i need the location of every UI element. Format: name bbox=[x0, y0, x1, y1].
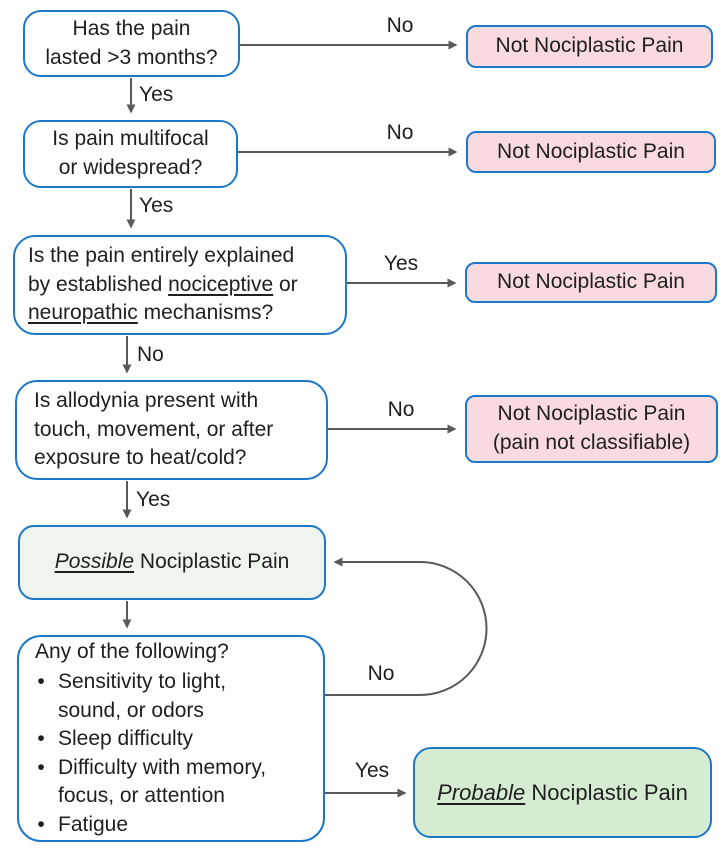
bullet-icon: • bbox=[37, 670, 45, 694]
edge-label-comorbid-no: No bbox=[367, 662, 395, 685]
outcome-box-possible-nociplastic: Possible Nociplastic Pain bbox=[18, 525, 326, 600]
edge-label-duration-yes: Yes bbox=[139, 83, 174, 106]
outcome-box-not-nociplastic-2: Not Nociplastic Pain bbox=[466, 131, 716, 173]
outcome-box-not-nociplastic-1: Not Nociplastic Pain bbox=[466, 25, 713, 68]
outcome-text: Not Nociplastic Pain (pain not classifia… bbox=[492, 402, 691, 454]
decision-text: Has the pain lasted >3 months? bbox=[45, 16, 218, 69]
edge-label-distribution-no: No bbox=[386, 121, 414, 144]
edge-label-mechanisms-yes: Yes bbox=[383, 252, 419, 275]
edge-label-comorbid-yes: Yes bbox=[354, 759, 390, 782]
decision-title: Any of the following? bbox=[35, 639, 229, 663]
edge-label-allodynia-yes: Yes bbox=[136, 488, 171, 511]
decision-box-allodynia: Is allodynia present with touch, movemen… bbox=[15, 380, 328, 480]
underlined-term-neuropathic: neuropathic bbox=[28, 301, 138, 325]
underlined-term-nociceptive: nociceptive bbox=[168, 272, 274, 296]
list-item: • Sensitivity to light, sound, or odors bbox=[35, 668, 266, 725]
list-item: • Fatigue bbox=[35, 811, 266, 840]
bullet-icon: • bbox=[37, 755, 45, 779]
outcome-text: Possible Nociplastic Pain bbox=[54, 550, 290, 574]
decision-text: Is pain multifocal or widespread? bbox=[52, 127, 209, 179]
outcome-box-not-nociplastic-3: Not Nociplastic Pain bbox=[465, 262, 717, 303]
decision-box-pain-duration: Has the pain lasted >3 months? bbox=[23, 10, 240, 77]
edge-label-mechanisms-no: No bbox=[137, 343, 164, 366]
outcome-text: Not Nociplastic Pain bbox=[497, 270, 685, 294]
outcome-text: Not Nociplastic Pain bbox=[497, 139, 685, 163]
decision-text: Is allodynia present with touch, movemen… bbox=[34, 389, 274, 470]
emphasis-possible: Possible bbox=[54, 550, 135, 574]
decision-box-comorbid-symptoms: Any of the following? • Sensitivity to l… bbox=[17, 635, 325, 842]
decision-box-pain-distribution: Is pain multifocal or widespread? bbox=[23, 120, 238, 188]
decision-box-pain-mechanisms: Is the pain entirely explained by establ… bbox=[13, 235, 347, 335]
arrow-comorbid-no-loop bbox=[325, 557, 488, 696]
outcome-text: Not Nociplastic Pain bbox=[495, 34, 684, 58]
outcome-box-not-classifiable: Not Nociplastic Pain (pain not classifia… bbox=[465, 395, 718, 463]
list-item: • Sleep difficulty bbox=[35, 725, 266, 754]
bullet-icon: • bbox=[37, 727, 45, 751]
symptom-list: • Sensitivity to light, sound, or odors … bbox=[35, 668, 266, 839]
outcome-text: Probable Nociplastic Pain bbox=[437, 779, 688, 805]
edge-label-duration-no: No bbox=[386, 14, 414, 37]
outcome-box-probable-nociplastic: Probable Nociplastic Pain bbox=[413, 747, 712, 838]
bullet-icon: • bbox=[37, 812, 45, 836]
edge-label-allodynia-no: No bbox=[387, 398, 415, 421]
emphasis-probable: Probable bbox=[437, 779, 526, 805]
list-item: • Difficulty with memory, focus, or atte… bbox=[35, 754, 266, 811]
edge-label-distribution-yes: Yes bbox=[139, 194, 174, 217]
decision-text: Is the pain entirely explained by establ… bbox=[28, 244, 298, 325]
